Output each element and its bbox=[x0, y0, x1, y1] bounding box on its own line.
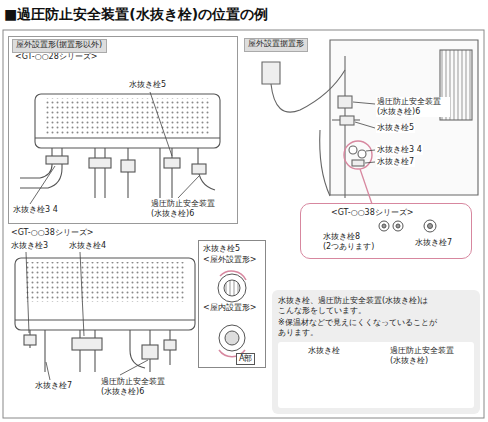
part-label: 水抜き栓5 bbox=[128, 80, 167, 90]
node-text: 屋外設置形(据置形以外) bbox=[16, 40, 102, 50]
heater-stand bbox=[262, 40, 478, 198]
node-text: 水抜き栓、過圧防止安全装置(水抜き栓)は こんな形をしています。 bbox=[278, 296, 474, 316]
part-label: 水抜き栓8 (2つあります) bbox=[322, 232, 382, 252]
part-label: 水抜き栓3 bbox=[10, 241, 49, 251]
part-label: 水抜き栓7 bbox=[34, 381, 73, 391]
node-text: 水抜き栓 bbox=[308, 346, 340, 356]
callout-line bbox=[360, 169, 372, 204]
inset-icons bbox=[218, 271, 246, 357]
node-text: ※保温材などで見えにくくなっていることが あります。 bbox=[278, 318, 474, 338]
heater-28 bbox=[20, 94, 220, 198]
part-label: 水抜き栓7 bbox=[414, 238, 453, 248]
node-text: <GT-○○38シリーズ> bbox=[331, 208, 414, 218]
outer-frame bbox=[3, 30, 484, 418]
part-label: 水抜き栓7 bbox=[376, 157, 415, 167]
leader-lines-28 bbox=[30, 92, 199, 204]
note-box: 水抜き栓、過圧防止安全装置(水抜き栓)は こんな形をしています。※保温材などで見… bbox=[272, 290, 480, 414]
detail-inset: 水抜き栓5<屋外設置形> <屋内設置形> bbox=[198, 240, 266, 368]
leader-lines-stand bbox=[353, 102, 375, 163]
part-label: 過圧防止安全装置 (水抜き栓)6 bbox=[100, 377, 174, 397]
part-label: 水抜き栓3 4 bbox=[12, 205, 59, 215]
highlight-circle bbox=[344, 141, 372, 169]
example-box: 水抜き栓 過圧防止安全装置 (水抜き栓) bbox=[278, 342, 474, 408]
node-text: <屋内設置形> bbox=[203, 303, 256, 313]
leader-lines-38 bbox=[26, 252, 148, 380]
heater-38 bbox=[15, 258, 195, 372]
part-label: 水抜き栓3 4 bbox=[376, 145, 423, 155]
model-panel: <GT-○○28シリーズ> 屋外設置形(据置形以外) bbox=[8, 36, 238, 224]
install-tag: 屋外設置形(据置形以外) bbox=[12, 39, 107, 53]
part-label: 過圧防止安全装置 (水抜き栓)6 bbox=[150, 199, 224, 219]
node-text: 水抜き栓5 bbox=[203, 244, 240, 254]
node-text: 過圧防止安全装置 (水抜き栓) bbox=[390, 346, 470, 366]
node-text: <GT-○○28シリーズ> bbox=[15, 52, 98, 62]
drain-plugs-38 bbox=[379, 220, 436, 232]
part-label: <GT-○○38シリーズ> bbox=[10, 228, 95, 238]
part-label: 過圧防止安全装置 (水抜き栓)6 bbox=[376, 97, 450, 117]
part-label: 水抜き栓4 bbox=[68, 241, 107, 251]
node-text: 屋外設置据置形 bbox=[248, 39, 304, 49]
node-text: <屋外設置形> bbox=[203, 255, 256, 265]
part-label: 水抜き栓5 bbox=[376, 123, 415, 133]
install-tag: 屋外設置据置形 bbox=[244, 38, 308, 52]
title-text: ■過圧防止安全装置(水抜き栓)の位置の例 bbox=[4, 6, 268, 23]
part-label: A部 bbox=[236, 353, 255, 365]
